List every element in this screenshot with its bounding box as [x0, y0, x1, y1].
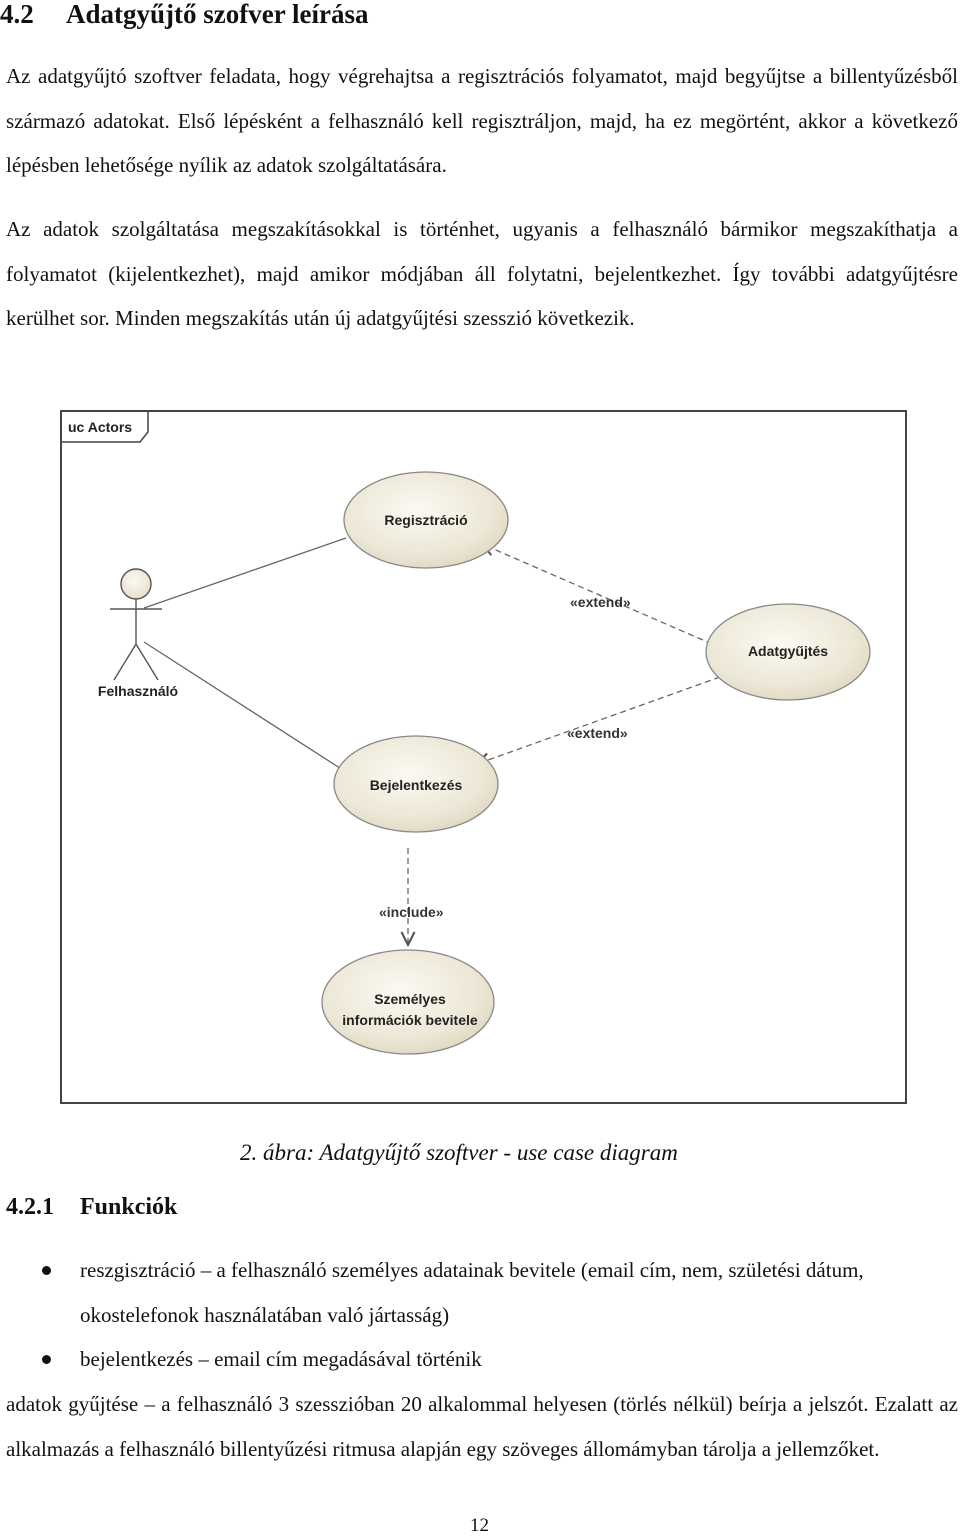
include-label: «include»: [379, 904, 444, 920]
bullet-icon: [42, 1266, 51, 1275]
list-item: reszgisztráció – a felhasználó személyes…: [0, 1248, 950, 1337]
paragraph-data-collection: adatok gyűjtése – a felhasználó 3 szessz…: [6, 1392, 958, 1461]
use-case-personal-info-label-1: Személyes: [374, 991, 446, 1007]
section-title: Adatgyűjtő szofver leírása: [66, 0, 369, 29]
association-registration: [143, 537, 347, 609]
use-case-diagram: uc Actors «extend» «extend» «include» Re…: [60, 410, 907, 1104]
figure-caption: 2. ábra: Adatgyűjtő szoftver - use case …: [240, 1140, 678, 1165]
subsection-heading: 4.2.1 Funkciók: [6, 1192, 177, 1222]
subsection-title: Funkciók: [80, 1194, 178, 1220]
paragraph-intro: Az adatgyűjtó szoftver feladata, hogy vé…: [6, 64, 958, 177]
actor-leg-left: [113, 643, 137, 681]
section-number: 4.2: [0, 0, 34, 29]
association-login: [143, 641, 347, 773]
frame-tab: [62, 412, 149, 443]
actor-head: [120, 568, 152, 600]
extend-label-1: «extend»: [570, 594, 631, 610]
frame-label: uc Actors: [68, 419, 132, 435]
actor-figure: [110, 568, 162, 681]
use-case-data-collection-label: Adatgyűjtés: [748, 643, 828, 659]
bullet-icon: [42, 1355, 51, 1364]
use-case-login: [333, 735, 499, 833]
use-case-diagram-canvas: uc Actors «extend» «extend» «include» Re…: [62, 412, 871, 1055]
list-item-text: bejelentkezés – email cím megadásával tö…: [80, 1347, 482, 1371]
use-case-login-label: Bejelentkezés: [370, 777, 463, 793]
function-list: reszgisztráció – a felhasználó személyes…: [0, 1248, 960, 1382]
actor-label: Felhasználó: [98, 683, 178, 699]
list-item-text: reszgisztráció – a felhasználó személyes…: [80, 1258, 864, 1327]
extend-arrow-registration: [482, 544, 713, 645]
subsection-number: 4.2.1: [6, 1194, 54, 1220]
actor-leg-right: [135, 643, 159, 681]
extend-label-2: «extend»: [567, 725, 628, 741]
use-case-data-collection: [705, 603, 871, 701]
list-item: bejelentkezés – email cím megadásával tö…: [0, 1337, 950, 1382]
use-case-personal-info: [321, 949, 495, 1055]
page-number: 12: [470, 1515, 489, 1536]
paragraph-interruptions: Az adatok szolgáltatása megszakításokkal…: [6, 217, 958, 330]
section-heading: 4.2 Adatgyűjtő szofver leírása: [0, 0, 368, 28]
use-case-registration-label: Regisztráció: [384, 512, 467, 528]
use-case-personal-info-label-2: információk bevitele: [342, 1012, 478, 1028]
use-case-registration: [343, 471, 509, 569]
extend-arrow-login: [477, 676, 721, 764]
